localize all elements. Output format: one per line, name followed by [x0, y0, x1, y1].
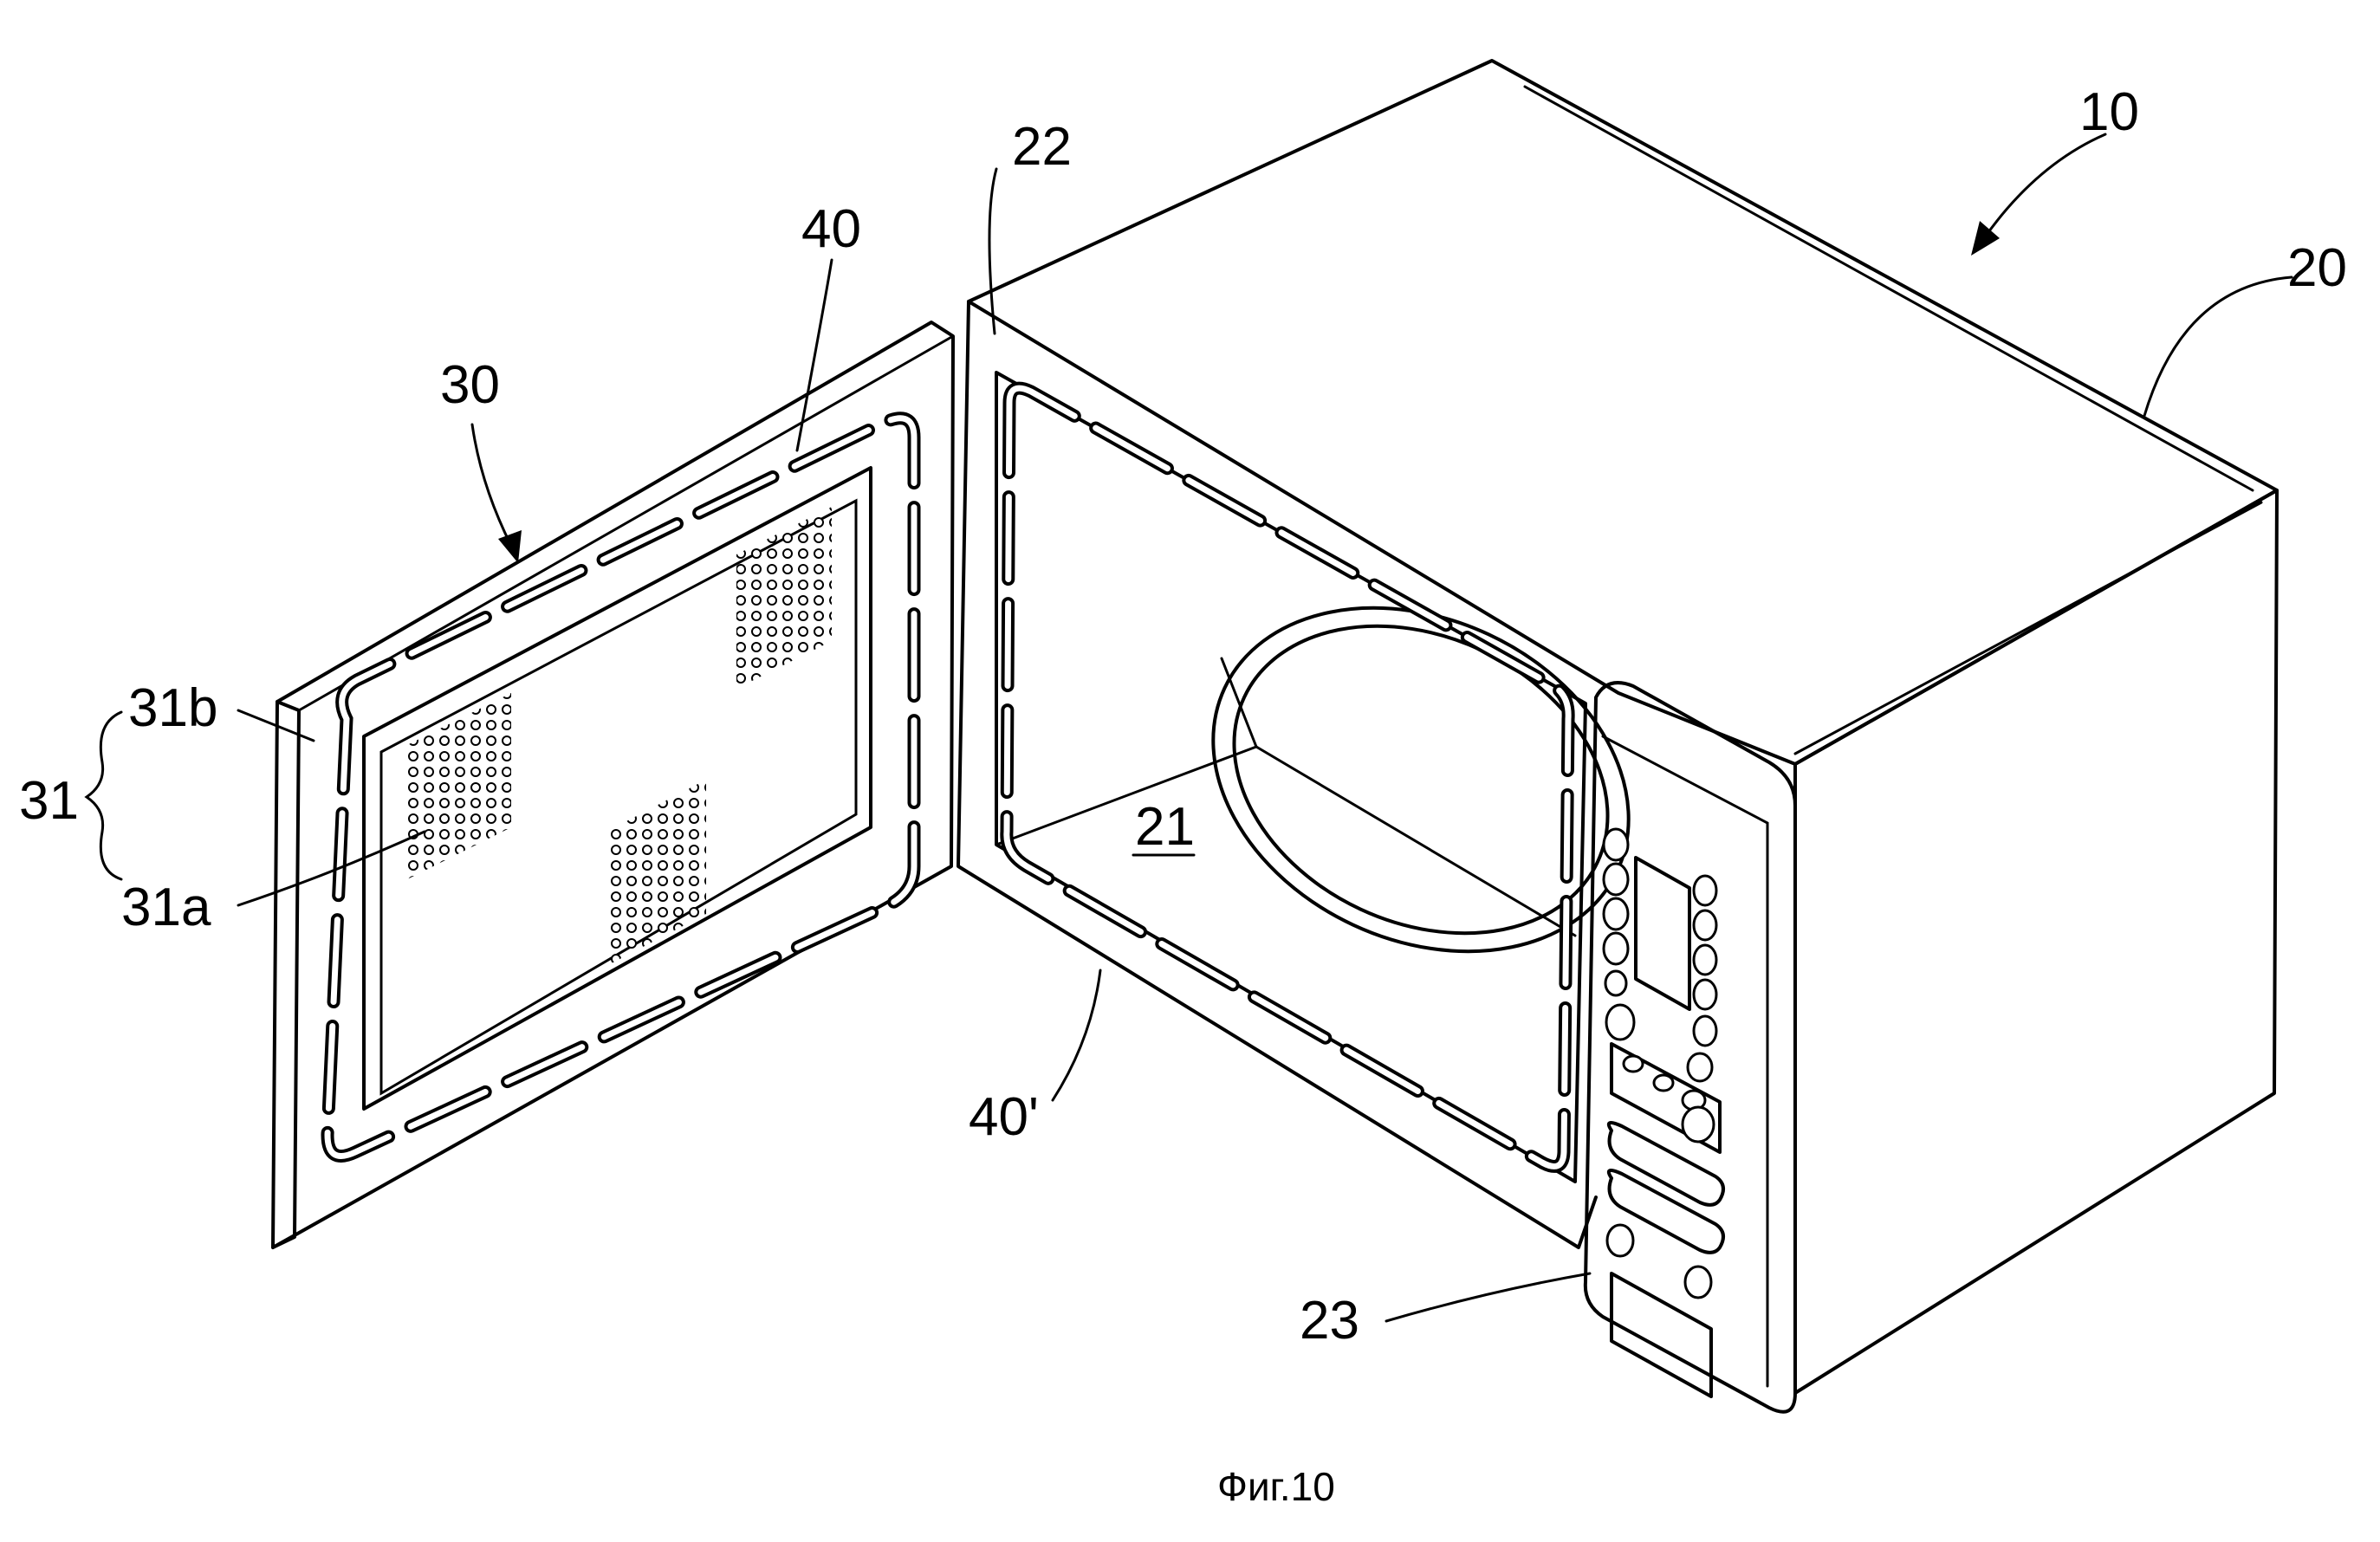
- perforation-patch: [736, 507, 832, 689]
- leader-31a: [237, 830, 426, 907]
- panel-button[interactable]: [1686, 1052, 1714, 1083]
- label-21: 21: [1135, 797, 1195, 857]
- leader-30: [470, 423, 513, 547]
- label-31: 31: [19, 771, 79, 831]
- stop-button[interactable]: [1607, 1169, 1725, 1254]
- leader-22: [988, 167, 998, 335]
- panel-button[interactable]: [1602, 931, 1630, 966]
- reference-labels: 10 20 21 22 23 30 31 31a 31b 40 40': [19, 82, 2347, 1351]
- panel-button[interactable]: [1602, 897, 1630, 931]
- front-choke-seal: [1000, 381, 1575, 1173]
- selector-button[interactable]: [1622, 1054, 1644, 1073]
- start-button[interactable]: [1607, 1121, 1725, 1207]
- panel-button[interactable]: [1692, 909, 1718, 942]
- panel-button[interactable]: [1602, 827, 1630, 862]
- door-release-button[interactable]: [1610, 1272, 1713, 1398]
- label-22: 22: [1012, 117, 1072, 177]
- selector-dial[interactable]: [1681, 1105, 1715, 1144]
- label-31b: 31b: [128, 678, 217, 738]
- leader-20: [2143, 275, 2293, 418]
- body-right-face: [1793, 489, 2279, 1395]
- label-23: 23: [1300, 1291, 1359, 1351]
- leader-40-prime: [1051, 969, 1102, 1102]
- door-panel: [271, 321, 955, 1249]
- top-edge-highlight-back: [1523, 85, 2254, 492]
- door-choke-seal-highlight: [324, 415, 918, 1159]
- perforation-patch: [606, 780, 706, 966]
- panel-button[interactable]: [1692, 943, 1718, 976]
- leader-lines: [84, 133, 2293, 1323]
- panel-button[interactable]: [1605, 1223, 1635, 1258]
- control-panel: [1583, 681, 1797, 1414]
- body-top-face: [967, 59, 2279, 766]
- button-group-left[interactable]: [1602, 827, 1636, 1041]
- control-panel-bevel: [1601, 735, 1769, 1388]
- front-frame-outer: [957, 300, 1598, 1249]
- front-choke-seal-highlight: [1003, 385, 1572, 1169]
- brace-31: [84, 710, 123, 881]
- label-20: 20: [2287, 238, 2347, 298]
- microwave-body: [957, 59, 2279, 1414]
- cavity-back-edge: [1220, 657, 1258, 748]
- panel-button[interactable]: [1692, 978, 1718, 1011]
- label-31a: 31a: [121, 878, 211, 937]
- door-window-inner: [379, 498, 858, 1096]
- arrow-head-10: [1971, 221, 2000, 256]
- leader-31b: [237, 709, 315, 742]
- microwave-door: [271, 321, 955, 1249]
- figure-caption: Фиг.10: [1217, 1464, 1335, 1509]
- turntable-ring-inner: [1232, 624, 1610, 936]
- leader-40: [795, 258, 833, 452]
- door-edge: [271, 700, 301, 1249]
- label-30: 30: [440, 355, 500, 415]
- button-group-right[interactable]: [1686, 874, 1718, 1083]
- label-40: 40: [801, 199, 861, 259]
- arrow-head-30: [498, 530, 522, 563]
- panel-button[interactable]: [1602, 862, 1630, 897]
- panel-button[interactable]: [1692, 1014, 1718, 1047]
- panel-button[interactable]: [1692, 874, 1718, 907]
- panel-button[interactable]: [1605, 1003, 1636, 1041]
- label-40-prime: 40': [969, 1087, 1039, 1147]
- door-window: [362, 466, 872, 1111]
- panel-button[interactable]: [1604, 969, 1628, 997]
- selector-button[interactable]: [1652, 1073, 1675, 1092]
- label-10: 10: [2079, 82, 2139, 142]
- leader-23: [1385, 1272, 1592, 1323]
- leader-10: [1982, 133, 2107, 240]
- display-window[interactable]: [1634, 856, 1691, 1011]
- perforation-patch: [407, 693, 511, 879]
- panel-button[interactable]: [1683, 1265, 1713, 1299]
- selector-box[interactable]: [1610, 1042, 1722, 1154]
- cavity-floor-edge: [995, 745, 1577, 937]
